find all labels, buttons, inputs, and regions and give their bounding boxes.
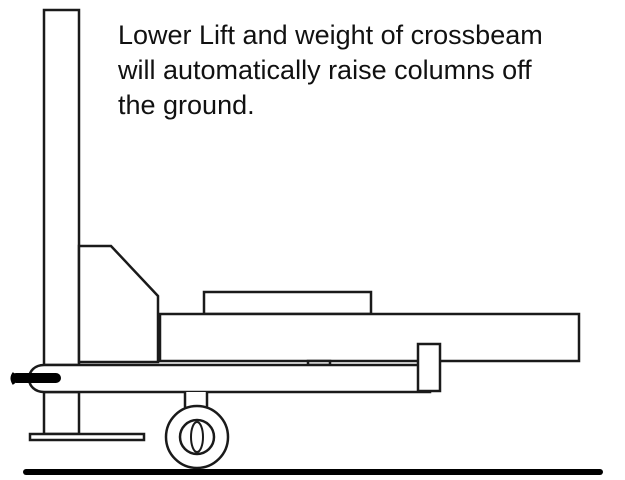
arm-end-post	[416, 342, 442, 393]
caster-axle	[190, 421, 204, 453]
crossbeam-top-plate	[202, 290, 373, 316]
column-leg	[42, 390, 81, 436]
lift-arm	[27, 363, 432, 394]
lift-column	[42, 8, 81, 367]
carriage-block	[77, 244, 160, 364]
instruction-text: Lower Lift and weight of crossbeam will …	[118, 18, 618, 123]
release-pin-tip	[10, 372, 16, 385]
caster-wheel-hub	[178, 418, 216, 456]
instruction-line-1: Lower Lift and weight of crossbeam	[118, 20, 543, 50]
instruction-line-3: the ground.	[118, 90, 255, 120]
crossbeam	[158, 312, 581, 363]
base-plate	[28, 432, 146, 442]
instruction-line-2: will automatically raise columns off	[118, 55, 532, 85]
